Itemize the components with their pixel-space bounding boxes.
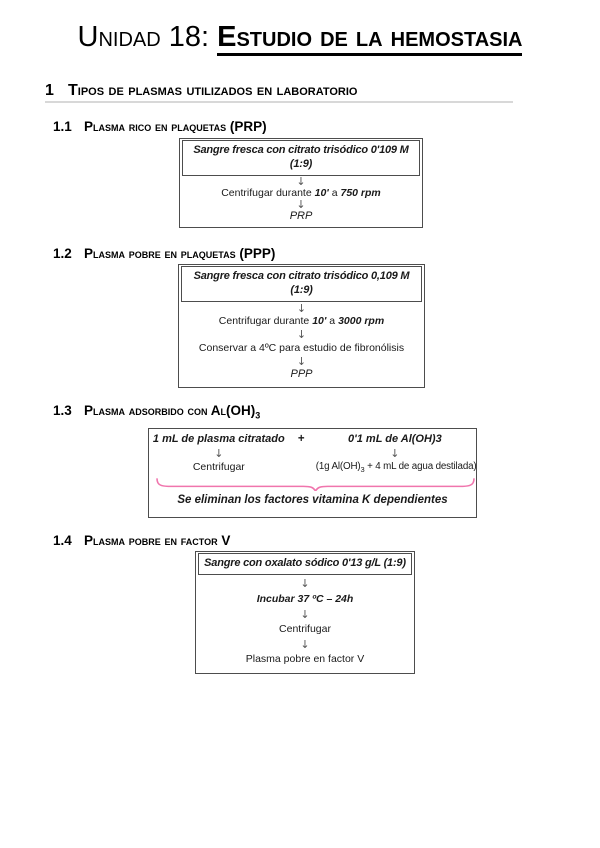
subscript-three: 3 bbox=[255, 410, 261, 421]
factorv-input-box: Sangre con oxalato sódico 0'13 g/L (1:9) bbox=[198, 553, 412, 575]
subsection-heading-1-3: 1.3 Plasma adsorbido con Al(OH)3 bbox=[53, 403, 260, 421]
aloh-mix-step: (1g Al(OH)3 + 4 mL de agua destilada) bbox=[315, 461, 477, 474]
aloh-left-header: 1 mL de plasma citratado bbox=[152, 433, 285, 445]
subsection-title: Plasma pobre en plaquetas (PPP) bbox=[84, 246, 276, 261]
aloh-header-row: 1 mL de plasma citratado + 0'1 mL de Al(… bbox=[151, 433, 474, 445]
factorv-result: Plasma pobre en factor V bbox=[245, 653, 365, 666]
ppp-centrifuge-step: Centrifugar durante 10' a 3000 rpm bbox=[218, 315, 385, 328]
factorv-incubate-step: Incubar 37 ºC – 24h bbox=[256, 592, 354, 605]
down-arrow-icon: ↓ bbox=[296, 198, 306, 212]
subsection-title: Plasma pobre en factor V bbox=[84, 533, 231, 548]
aloh-right-header: 0'1 mL de Al(OH)3 bbox=[348, 433, 442, 445]
factorv-flowchart: Sangre con oxalato sódico 0'13 g/L (1:9)… bbox=[195, 551, 415, 674]
subsection-heading-1-2: 1.2 Plasma pobre en plaquetas (PPP) bbox=[53, 246, 275, 261]
section-title: Tipos de plasmas utilizados en laborator… bbox=[68, 82, 358, 99]
underbrace-icon bbox=[156, 478, 475, 491]
down-arrow-icon: ↓ bbox=[390, 447, 400, 460]
prp-result: PRP bbox=[289, 210, 313, 223]
section-heading: 1 Tipos de plasmas utilizados en laborato… bbox=[45, 82, 358, 100]
page-title: Unidad 18: Estudio de la hemostasia bbox=[0, 21, 600, 56]
prp-centrifuge-step: Centrifugar durante 10' a 750 rpm bbox=[221, 186, 381, 199]
section-number: 1 bbox=[45, 82, 54, 99]
aloh-flowchart: 1 mL de plasma citratado + 0'1 mL de Al(… bbox=[148, 428, 477, 518]
aloh-arrow-row: ↓ ↓ bbox=[151, 448, 474, 459]
down-arrow-icon: ↓ bbox=[296, 174, 306, 188]
prp-flowchart: Sangre fresca con citrato trisódico 0'10… bbox=[179, 138, 423, 228]
prp-input-box: Sangre fresca con citrato trisódico 0'10… bbox=[182, 140, 420, 176]
factorv-centrifuge-step: Centrifugar bbox=[279, 622, 331, 635]
subsection-title: Plasma rico en plaquetas (PRP) bbox=[84, 119, 267, 134]
down-arrow-icon: ↓ bbox=[296, 328, 307, 342]
page-title-main: Estudio de la hemostasia bbox=[217, 21, 523, 56]
ppp-input-box: Sangre fresca con citrato trisódico 0,10… bbox=[181, 266, 422, 302]
ppp-result: PPP bbox=[290, 367, 313, 380]
ppp-conserve-step: Conservar a 4ºC para estudio de fibronól… bbox=[198, 341, 405, 354]
aloh-centrifuge-step: Centrifugar bbox=[192, 461, 245, 474]
subsection-number: 1.4 bbox=[53, 533, 72, 548]
page-title-prefix: Unidad 18: bbox=[77, 21, 218, 53]
subsection-heading-1-1: 1.1 Plasma rico en plaquetas (PRP) bbox=[53, 119, 267, 134]
subsection-number: 1.3 bbox=[53, 403, 72, 418]
down-arrow-icon: ↓ bbox=[300, 637, 310, 651]
ppp-flowchart: Sangre fresca con citrato trisódico 0,10… bbox=[178, 264, 425, 388]
down-arrow-icon: ↓ bbox=[300, 607, 310, 621]
down-arrow-icon: ↓ bbox=[296, 301, 307, 315]
subsection-number: 1.2 bbox=[53, 246, 72, 261]
down-arrow-icon: ↓ bbox=[300, 577, 310, 591]
plus-sign: + bbox=[297, 433, 305, 445]
section-divider bbox=[45, 101, 513, 103]
subsection-heading-1-4: 1.4 Plasma pobre en factor V bbox=[53, 533, 230, 548]
aloh-note: Se eliminan los factores vitamina K depe… bbox=[177, 493, 448, 506]
subsection-number: 1.1 bbox=[53, 119, 72, 134]
subsection-title: Plasma adsorbido con Al(OH) bbox=[84, 403, 256, 418]
aloh-step-row: Centrifugar (1g Al(OH)3 + 4 mL de agua d… bbox=[151, 461, 477, 474]
down-arrow-icon: ↓ bbox=[296, 354, 307, 368]
down-arrow-icon: ↓ bbox=[214, 447, 224, 460]
